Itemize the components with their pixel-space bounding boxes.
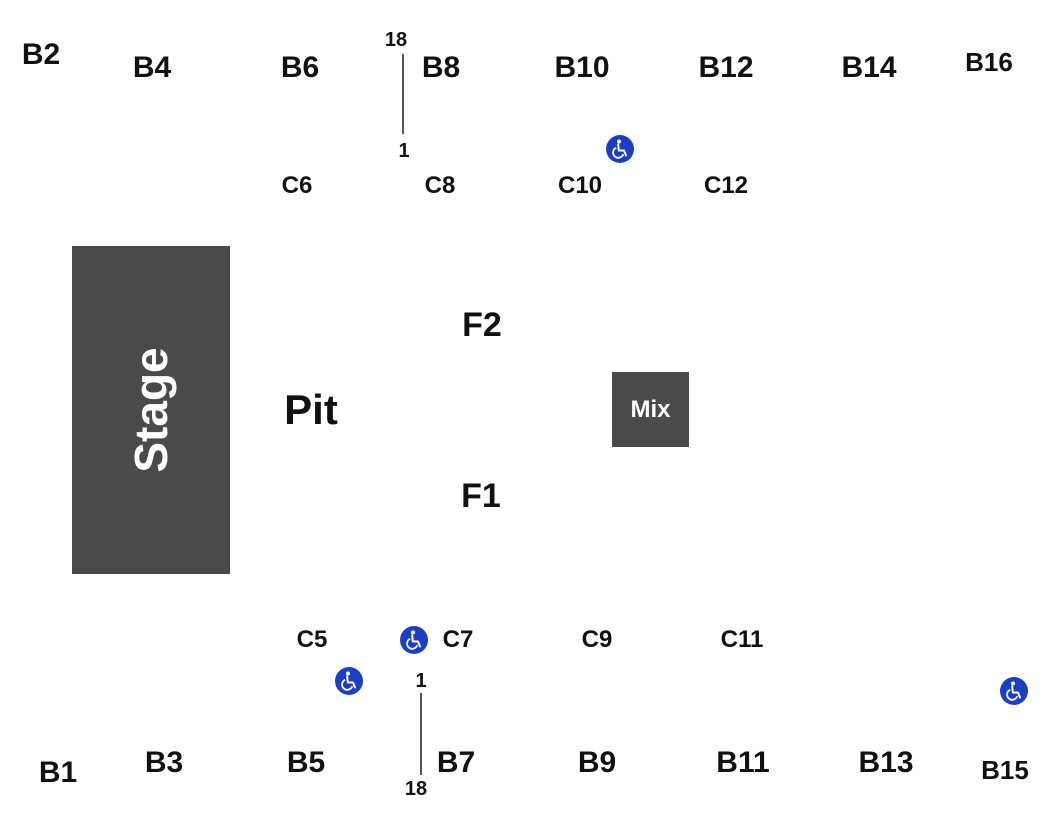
section-f2[interactable]: F2 [462,306,502,344]
wheelchair-accessible-icon [606,135,634,163]
section-c12[interactable]: C12 [703,172,749,199]
section-b12[interactable]: B12 [698,51,754,84]
section-f1[interactable]: F1 [461,477,501,515]
section-b2[interactable]: B2 [21,38,61,71]
row-marker-top-start: 18 [384,29,408,51]
section-c5[interactable]: C5 [296,626,328,653]
section-c9[interactable]: C9 [581,626,613,653]
wheelchair-accessible-icon [400,626,428,654]
section-b8[interactable]: B8 [421,51,461,84]
row-divider-bottom [420,693,422,775]
section-b3[interactable]: B3 [144,746,184,779]
section-c6[interactable]: C6 [281,172,313,199]
section-b11[interactable]: B11 [716,746,770,779]
stage-label: Stage [125,347,177,473]
section-b5[interactable]: B5 [286,746,326,779]
section-b15[interactable]: B15 [981,755,1029,785]
row-divider-top [402,54,404,134]
section-b10[interactable]: B10 [554,51,610,84]
row-marker-bottom-end: 18 [404,778,428,800]
section-b9[interactable]: B9 [577,746,617,779]
section-b4[interactable]: B4 [132,51,172,84]
section-c11[interactable]: C11 [720,626,764,653]
wheelchair-accessible-icon [335,667,363,695]
section-c10[interactable]: C10 [557,172,603,199]
wheelchair-accessible-icon [1000,677,1028,705]
section-b7[interactable]: B7 [436,746,476,779]
section-b14[interactable]: B14 [841,51,897,84]
mix-position: Mix [612,372,689,447]
section-b6[interactable]: B6 [280,51,320,84]
section-c8[interactable]: C8 [424,172,456,199]
mix-label: Mix [630,395,671,423]
section-b1[interactable]: B1 [38,756,78,789]
section-b16[interactable]: B16 [965,47,1013,77]
section-b13[interactable]: B13 [858,746,914,779]
row-marker-top-end: 1 [398,140,410,162]
section-pit[interactable]: Pit [284,386,338,433]
stage: Stage [72,246,230,574]
section-c7[interactable]: C7 [442,626,474,653]
row-marker-bottom-start: 1 [415,670,427,692]
